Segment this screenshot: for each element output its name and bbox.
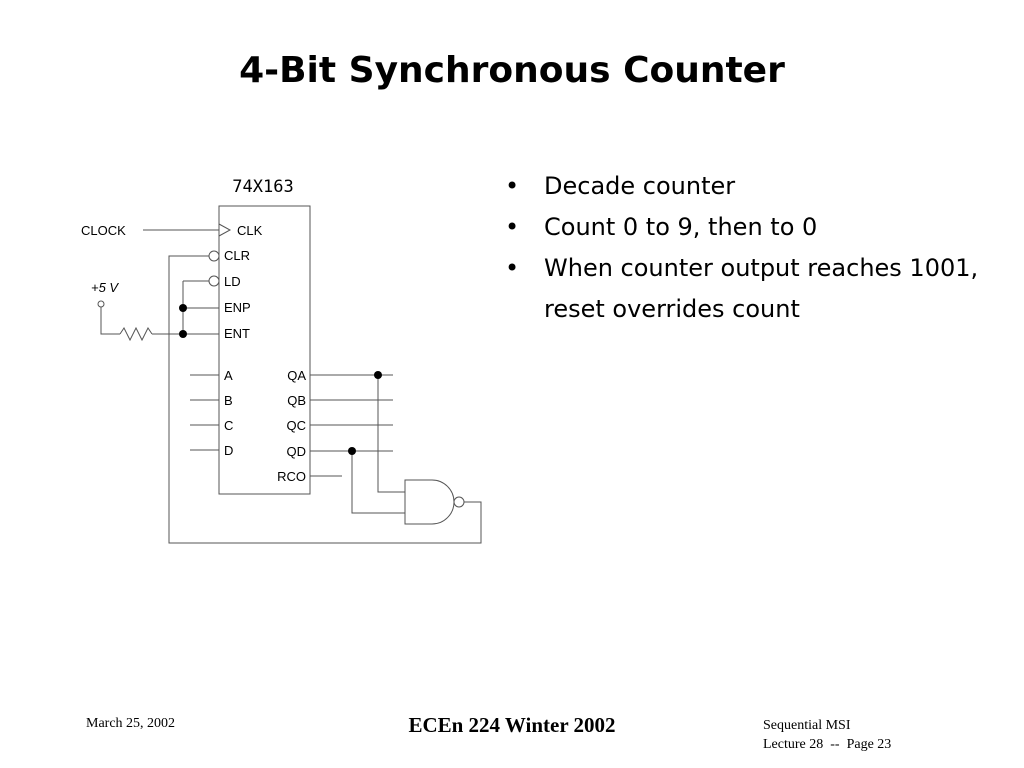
pin-c: C xyxy=(224,418,233,433)
enp-junction-dot xyxy=(179,304,187,312)
pin-b: B xyxy=(224,393,233,408)
supply-wire xyxy=(100,307,120,335)
bullet-marker: • xyxy=(505,172,520,200)
nand-gate-icon xyxy=(404,479,455,525)
qa-junction-dot xyxy=(374,371,382,379)
feedback-wire xyxy=(168,255,482,544)
pin-qc: QC xyxy=(287,418,307,433)
footer-date: March 25, 2002 xyxy=(86,716,176,731)
chip-name: 74X163 xyxy=(232,177,293,197)
bullet-marker: • xyxy=(505,254,520,282)
pin-ent: ENT xyxy=(224,326,250,341)
bullet-item: • Decade counter xyxy=(505,166,1005,207)
bullet-item: • Count 0 to 9, then to 0 xyxy=(505,207,1005,248)
supply-label: +5 V xyxy=(91,280,119,295)
pin-clk: CLK xyxy=(237,223,263,238)
pin-clr: CLR xyxy=(224,248,250,263)
pin-qd: QD xyxy=(287,444,307,459)
footer-course: ECEn 224 Winter 2002 xyxy=(408,713,616,737)
footer-page: Lecture 28 -- Page 23 xyxy=(763,737,892,752)
slide-title: 4-Bit Synchronous Counter xyxy=(239,50,785,91)
ld-bubble-icon xyxy=(208,275,220,287)
qa-tap-wire xyxy=(377,375,405,493)
pin-qa: QA xyxy=(287,368,306,383)
qd-tap-wire xyxy=(351,451,405,514)
bullet-list: • Decade counter • Count 0 to 9, then to… xyxy=(505,166,1005,330)
bullet-text: Decade counter xyxy=(544,172,736,200)
nand-bubble-icon xyxy=(453,496,465,508)
pin-a: A xyxy=(224,368,233,383)
supply-terminal-icon xyxy=(97,300,105,308)
footer-topic: Sequential MSI xyxy=(763,718,851,733)
pin-rco: RCO xyxy=(277,469,306,484)
clr-bubble-icon xyxy=(208,250,220,262)
bullet-text: Count 0 to 9, then to 0 xyxy=(544,213,818,241)
bullet-marker: • xyxy=(505,213,520,241)
bullet-text: When counter output reaches 1001, reset … xyxy=(544,254,979,323)
pullup-resistor-icon xyxy=(119,326,153,342)
clock-label: CLOCK xyxy=(81,223,126,238)
bullet-item: • When counter output reaches 1001, rese… xyxy=(505,248,1005,330)
ent-junction-dot xyxy=(179,330,187,338)
clock-triangle-icon xyxy=(218,223,232,237)
pin-qb: QB xyxy=(287,393,306,408)
pin-ld: LD xyxy=(224,274,241,289)
footer-info: Sequential MSI Lecture 28 -- Page 23 xyxy=(763,716,891,754)
pin-d: D xyxy=(224,443,233,458)
pin-enp: ENP xyxy=(224,300,251,315)
chip-body xyxy=(218,205,311,495)
qd-junction-dot xyxy=(348,447,356,455)
